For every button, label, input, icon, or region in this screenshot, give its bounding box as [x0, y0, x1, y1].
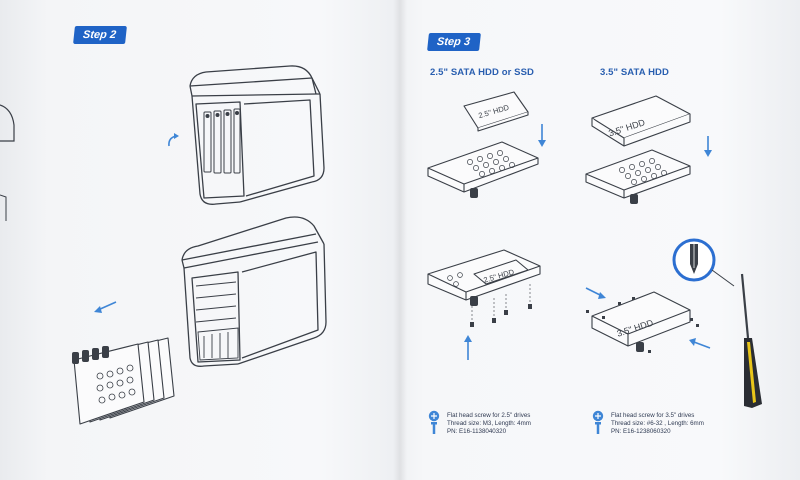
heading-35-drive: 3.5" SATA HDD	[600, 67, 669, 78]
drive-35-screws-illustration: 3.5" HDD	[585, 287, 711, 353]
screw-note-35-line3: PN: E16-1238060320	[611, 428, 671, 435]
screw-note-35: Flat head screw for 3.5" drives Thread s…	[611, 412, 704, 436]
screw-note-35-line1: Flat head screw for 3.5" drives	[611, 412, 695, 419]
drive-25-screws-illustration: 2.5" HDD	[427, 249, 541, 360]
partial-enclosure-edge	[0, 104, 15, 221]
screw-note-25-line2: Thread size: M3, Length: 4mm	[447, 420, 531, 427]
pull-arrow-icon	[94, 301, 117, 313]
rotate-arrow-icon	[168, 133, 179, 147]
step2-badge: Step 2	[73, 26, 127, 44]
enclosure-with-trays-illustration	[189, 65, 325, 205]
screw-note-25: Flat head screw for 2.5" drives Thread s…	[447, 412, 531, 436]
step3-badge: Step 3	[427, 33, 481, 51]
screw-icon	[428, 410, 440, 434]
heading-25-drive: 2.5" SATA HDD or SSD	[430, 67, 534, 78]
empty-enclosure-illustration	[181, 216, 327, 367]
screw-note-25-line3: PN: E16-1138040320	[447, 428, 507, 435]
screw-icon	[592, 410, 604, 434]
screw-note-25-line1: Flat head screw for 2.5" drives	[447, 412, 531, 419]
drive-35-above-tray-illustration: 3.5" HDD	[585, 95, 712, 204]
page-fold	[393, 0, 407, 480]
drive-25-above-tray-illustration: 2.5" HDD	[427, 91, 546, 198]
removed-trays-illustration	[72, 337, 175, 425]
screwdriver-icon	[672, 238, 762, 408]
screw-note-35-line2: Thread size: #6-32 , Length: 6mm	[611, 420, 704, 427]
